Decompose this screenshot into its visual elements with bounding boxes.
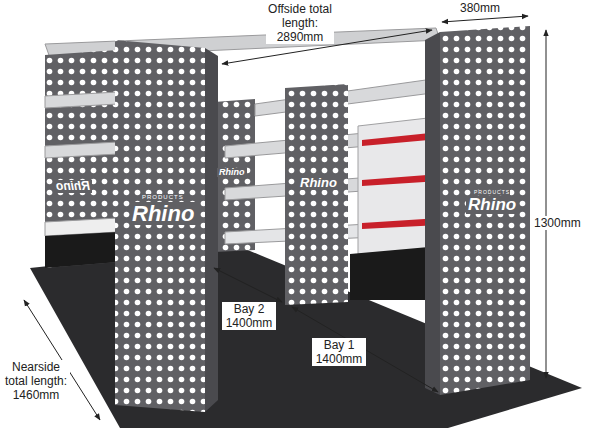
upright-panel [45,50,118,268]
dimension-label: Bay 1 1400mm [312,338,366,366]
brand-logo: Rhino [217,168,247,177]
dimension-label: 1300mm [532,216,583,230]
dimension-line [24,16,546,420]
upright-panel [285,84,348,305]
upright-side [425,32,440,395]
dimension-label: 380mm [458,1,502,15]
brand-subtitle: PRODUCTS [142,194,184,200]
shelf-base [45,232,118,268]
brand-logo: Rhino [54,180,92,193]
brand-logo: Rhino [298,176,339,190]
nearside-shelves [45,92,118,236]
dimension-label: Offside total length: 2890mm [266,2,334,44]
upright-panel [214,99,255,252]
upright-side [205,48,218,412]
brand-logo: Rhino [130,202,196,225]
dimension-label: Bay 2 1400mm [222,302,276,330]
upright-panel [115,40,205,412]
brand-subtitle: PRODUCTS [474,190,510,195]
upright-panel [440,26,530,395]
brand-logo: Rhino [466,196,518,214]
dimension-label: Nearside total length: 1460mm [2,360,70,402]
